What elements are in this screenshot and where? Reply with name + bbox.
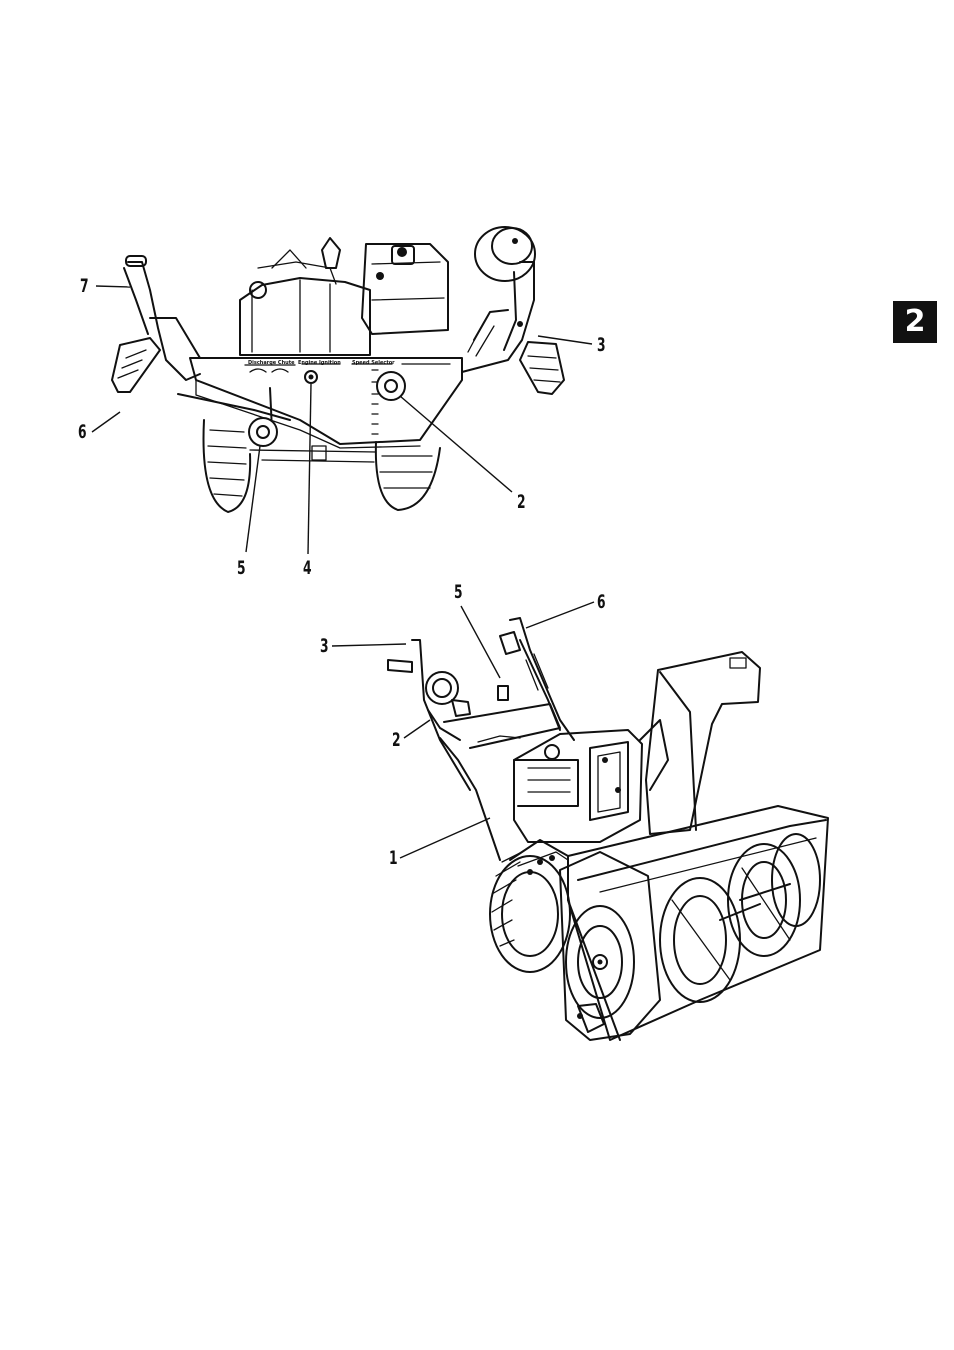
callout-5-bottom: 5 — [454, 582, 463, 602]
callout-7-top: 7 — [80, 276, 89, 296]
callout-2-top: 2 — [517, 492, 526, 512]
section-number-tab: 2 — [893, 301, 937, 343]
callout-3-top: 3 — [597, 335, 606, 355]
callout-1-bottom: 1 — [389, 848, 398, 868]
panel-label-speed-selector: Speed Selector — [352, 360, 395, 366]
panel-label-engine-ignition: Engine Ignition — [298, 360, 341, 366]
callout-5-top: 5 — [237, 558, 246, 578]
callout-2-bottom: 2 — [392, 730, 401, 750]
callout-4-top: 4 — [303, 558, 312, 578]
callout-3-bottom: 3 — [320, 636, 329, 656]
front-view-illustration — [388, 618, 828, 1040]
callout-6-top: 6 — [78, 422, 87, 442]
panel-label-discharge-chute: Discharge Chute — [248, 360, 294, 366]
rear-view-illustration — [112, 227, 564, 512]
callout-6-bottom: 6 — [597, 592, 606, 612]
